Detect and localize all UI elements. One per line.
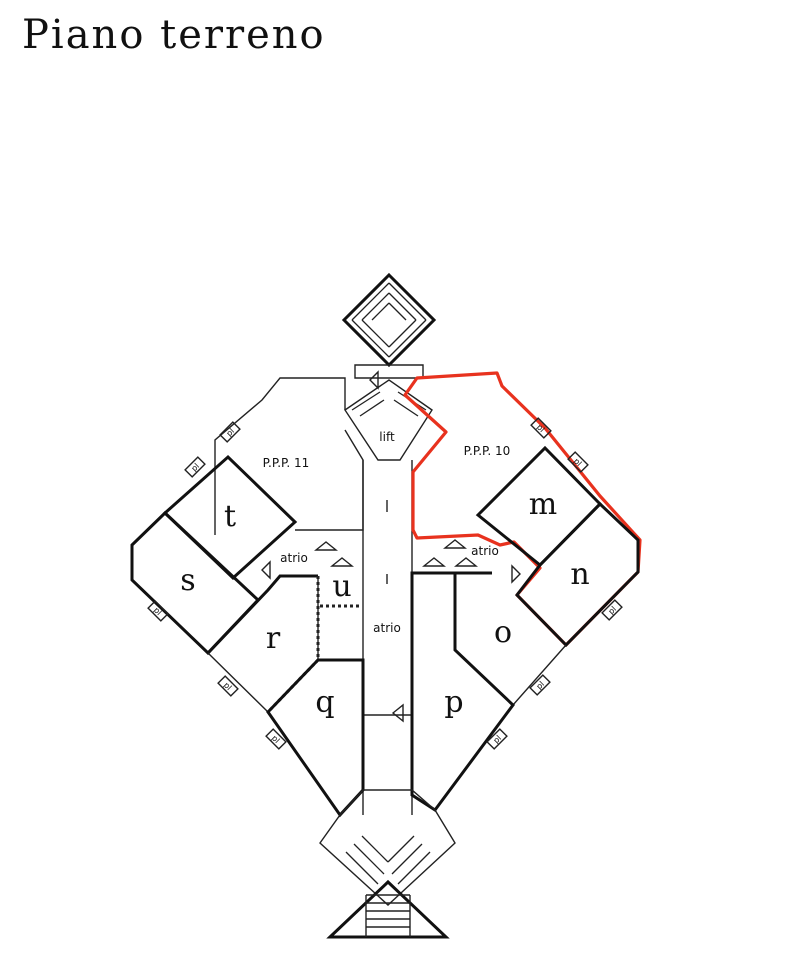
- ppp10-highlight: P.P.P. 10: [403, 371, 642, 647]
- pl-tag: pl: [535, 680, 547, 692]
- unit-o: o: [453, 571, 567, 707]
- unit-u-label: u: [332, 569, 351, 604]
- pl-tag: pl: [270, 734, 282, 746]
- door-markers: [261, 370, 521, 723]
- atrio-right-label: atrio: [471, 544, 499, 558]
- unit-n: n: [515, 501, 640, 648]
- unit-o-label: o: [494, 615, 512, 650]
- unit-t: t: [162, 454, 298, 581]
- unit-s: s: [130, 510, 261, 656]
- pl-tag: pl: [225, 427, 237, 439]
- ppp10-label: P.P.P. 10: [464, 444, 511, 458]
- pl-tag: pl: [572, 457, 584, 469]
- unit-p-label: p: [444, 685, 463, 720]
- pl-tag: pl: [190, 462, 202, 474]
- pl-tag: pl: [535, 423, 547, 435]
- unit-q: q: [266, 658, 365, 818]
- top-stair: [341, 272, 437, 379]
- pl-markers: pl pl pl pl pl pl pl pl pl pl: [147, 417, 623, 750]
- page-title: Piano terreno: [22, 12, 326, 58]
- ppp11-label: P.P.P. 11: [263, 456, 310, 470]
- unit-r-label: r: [266, 621, 281, 656]
- pl-tag: pl: [492, 734, 504, 746]
- unit-t-label: t: [224, 499, 236, 534]
- pl-tag: pl: [607, 605, 619, 617]
- unit-r: r: [206, 574, 319, 713]
- left-wing: P.P.P. 11: [214, 377, 364, 535]
- unit-q-label: q: [315, 685, 334, 720]
- atrio-left-label: atrio: [280, 551, 308, 565]
- pl-tag: pl: [222, 681, 234, 693]
- central-corridor: atrio: [362, 460, 413, 815]
- atrio-center-label: atrio: [373, 621, 401, 635]
- pl-tag: pl: [152, 606, 164, 618]
- unit-m-label: m: [529, 487, 557, 522]
- unit-s-label: s: [180, 563, 195, 598]
- unit-p: p: [410, 571, 515, 813]
- bottom-entrance: [319, 789, 456, 939]
- lift-label: lift: [379, 430, 395, 444]
- unit-n-label: n: [570, 557, 589, 592]
- lift-core: lift: [344, 379, 433, 461]
